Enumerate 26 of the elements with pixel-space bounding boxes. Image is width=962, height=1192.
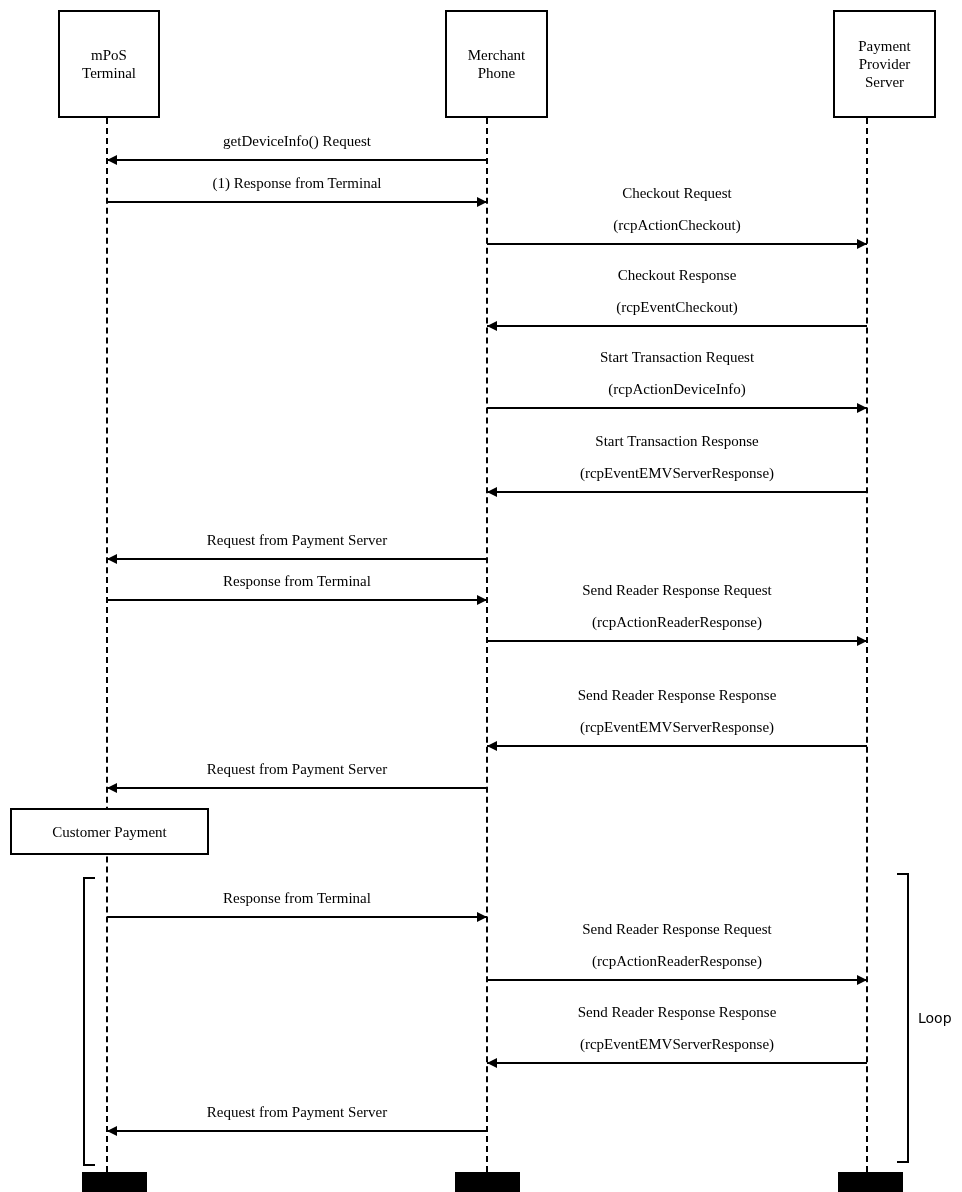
lifeline xyxy=(106,118,108,1172)
message-arrow xyxy=(486,487,868,497)
activity-box: Customer Payment xyxy=(10,808,209,855)
message-arrow xyxy=(106,912,488,922)
message-arrow xyxy=(486,636,868,646)
end-bar xyxy=(455,1172,520,1192)
message-arrow xyxy=(106,595,488,605)
participant-box: Merchant Phone xyxy=(445,10,548,118)
participant-box: Payment Provider Server xyxy=(833,10,936,118)
message-arrow xyxy=(486,239,868,249)
lifeline xyxy=(866,118,868,1172)
participant-box: mPoS Terminal xyxy=(58,10,160,118)
loop-label: Loop xyxy=(918,1010,952,1026)
message-arrow xyxy=(486,975,868,985)
end-bar xyxy=(82,1172,147,1192)
message-arrow xyxy=(486,1058,868,1068)
message-arrow xyxy=(486,741,868,751)
message-arrow xyxy=(486,403,868,413)
message-arrow xyxy=(106,1126,488,1136)
end-bar xyxy=(838,1172,903,1192)
message-arrow xyxy=(106,783,488,793)
message-arrow xyxy=(106,197,488,207)
lifeline xyxy=(486,118,488,1172)
message-arrow xyxy=(106,155,488,165)
message-arrow xyxy=(106,554,488,564)
message-arrow xyxy=(486,321,868,331)
